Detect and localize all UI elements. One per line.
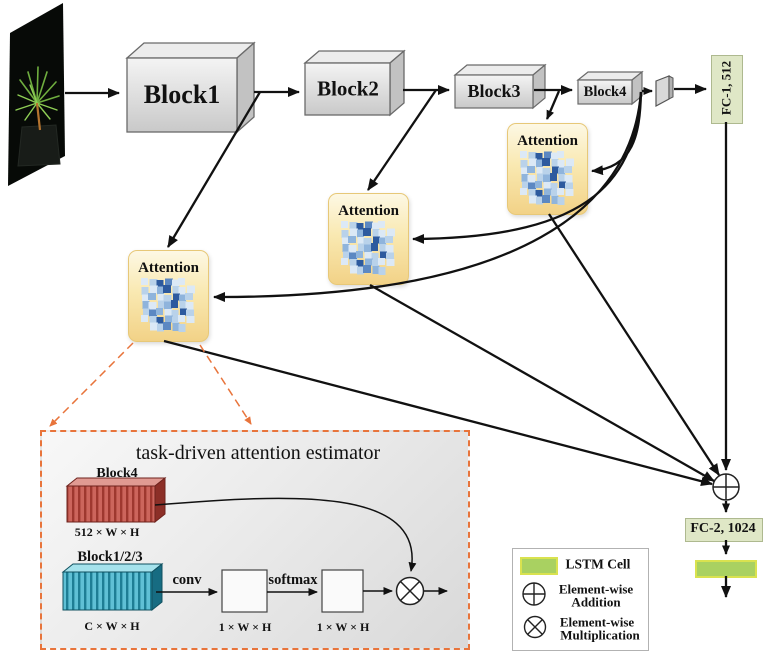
block1-label: Block1 — [143, 80, 221, 109]
attention-module-block1: Attention — [128, 250, 209, 342]
fc1-label: FC-1, 512 — [718, 60, 734, 116]
legend-add-label-1: Element-wise — [558, 581, 634, 597]
legend-mul-label-1: Element-wise — [559, 614, 635, 630]
task-driven-attention-estimator-inset — [40, 430, 470, 650]
fc1-box — [711, 55, 743, 124]
block2-shape — [303, 49, 406, 117]
main-flow-arrows — [65, 84, 707, 98]
attention-label: Attention — [517, 133, 578, 149]
legend-lstm-label: LSTM Cell — [565, 556, 631, 572]
inset-block4-label: Block4 — [96, 466, 138, 481]
inset-block123-bar — [61, 562, 164, 612]
inset-block4-dims: 512 × W × H — [74, 525, 140, 539]
inset-arrows — [154, 497, 448, 596]
inset-title: task-driven attention estimator — [135, 442, 381, 464]
legend-add-label-2: Addition — [571, 594, 621, 610]
fc2-label: FC-2, 1024 — [690, 521, 756, 536]
inset-block4-bar — [65, 476, 167, 524]
legend-multiplication-icon — [523, 615, 547, 639]
attention-heatmap-icon — [141, 278, 195, 332]
elementwise-multiplication-node — [395, 576, 425, 606]
addition-input-arrows — [163, 122, 731, 487]
inset-block123-dims: C × W × H — [84, 619, 140, 633]
block3-shape — [453, 63, 547, 110]
elementwise-addition-node — [712, 473, 740, 501]
pooling-trapezoid — [655, 75, 674, 108]
task-signal-curves — [213, 91, 643, 303]
inset-map-squares — [221, 569, 364, 613]
block2-label: Block2 — [317, 76, 379, 101]
input-plant-photo — [8, 3, 65, 186]
attention-label: Attention — [338, 203, 399, 219]
block3-label: Block3 — [467, 81, 521, 101]
fc2-box — [685, 518, 763, 542]
skip-branch-arrows — [167, 89, 561, 248]
inset-softmax-label: softmax — [268, 571, 318, 588]
attention-module-block3: Attention — [507, 123, 588, 215]
attention-heatmap-icon — [341, 221, 395, 275]
lstm-cell-legend-swatch — [520, 557, 558, 575]
attention-heatmap-icon — [520, 151, 574, 205]
inset-block123-label: Block1/2/3 — [77, 548, 143, 565]
inset-map1-dims: 1 × W × H — [218, 620, 272, 634]
inset-map2-dims: 1 × W × H — [316, 620, 370, 634]
legend-mul-label-2: Multiplication — [560, 627, 640, 643]
attention-module-block2: Attention — [328, 193, 409, 285]
inset-conv-label: conv — [172, 571, 202, 588]
block4-label: Block4 — [583, 83, 627, 100]
inset-connector-lines — [49, 342, 252, 427]
attention-label: Attention — [138, 260, 199, 276]
legend-addition-icon — [522, 582, 546, 606]
